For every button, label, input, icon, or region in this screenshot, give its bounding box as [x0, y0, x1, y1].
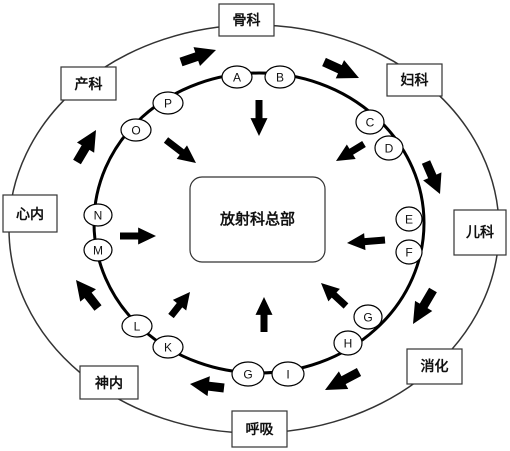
center-arrow-from-top-right: [335, 141, 366, 162]
dept-label-huxi: 呼吸: [246, 421, 275, 438]
center-box[interactable]: 放射科总部: [189, 176, 326, 263]
center-arrow-from-bottom: [255, 297, 273, 332]
node-label-M: M: [93, 244, 103, 258]
dept-box-fuke[interactable]: 妇科: [386, 63, 443, 97]
node-N[interactable]: N: [83, 203, 113, 227]
node-L[interactable]: L: [121, 314, 153, 338]
dept-box-chanke[interactable]: 产科: [60, 66, 117, 101]
dept-label-chanke: 产科: [75, 76, 103, 93]
dept-label-erke: 儿科: [465, 224, 494, 241]
node-A[interactable]: A: [221, 65, 253, 89]
node-label-G-bottom: G: [243, 368, 252, 382]
flow-arrow-left-lower: [75, 279, 102, 311]
node-label-G-right: G: [363, 311, 372, 325]
node-G-right[interactable]: G: [353, 304, 383, 330]
node-E[interactable]: E: [395, 206, 423, 232]
node-label-L: L: [134, 320, 141, 334]
dept-box-shennei[interactable]: 神内: [79, 365, 139, 400]
node-M[interactable]: M: [83, 238, 113, 262]
node-label-I: I: [286, 368, 289, 382]
node-label-F: F: [405, 246, 412, 260]
node-H[interactable]: H: [333, 330, 363, 356]
node-label-H: H: [344, 337, 353, 351]
node-label-P: P: [164, 97, 172, 111]
center-arrow-from-top: [250, 100, 268, 136]
flow-arrow-left-upper: [73, 129, 97, 165]
flow-arrow-right-lower: [412, 287, 437, 325]
node-K[interactable]: K: [152, 335, 184, 359]
node-B[interactable]: B: [264, 65, 296, 89]
node-F[interactable]: F: [395, 239, 423, 265]
node-label-D: D: [385, 142, 394, 156]
dept-label-xinnei: 心内: [16, 206, 44, 223]
flow-arrow-bottom-left: [189, 376, 225, 397]
node-G-bottom[interactable]: G: [231, 361, 265, 387]
center-arrow-from-bottom-right: [320, 282, 349, 309]
center-arrow-from-bottom-left: [168, 291, 191, 319]
dept-box-huxi[interactable]: 呼吸: [231, 410, 288, 448]
flow-arrow-right-upper: [421, 160, 442, 195]
center-label: 放射科总部: [219, 210, 295, 228]
dept-box-xinnei[interactable]: 心内: [2, 194, 58, 233]
flow-arrow-top: [179, 47, 216, 67]
dept-label-xiaohua: 消化: [421, 358, 449, 375]
node-label-O: O: [131, 124, 140, 138]
node-label-K: K: [164, 341, 172, 355]
node-label-C: C: [366, 116, 375, 130]
node-P[interactable]: P: [152, 91, 184, 115]
dept-box-xiaohua[interactable]: 消化: [406, 348, 463, 385]
dept-box-guke[interactable]: 骨科: [218, 3, 275, 37]
node-C[interactable]: C: [355, 109, 385, 135]
center-arrow-from-top-left: [163, 137, 196, 163]
node-O[interactable]: O: [120, 118, 152, 142]
node-D[interactable]: D: [374, 135, 404, 161]
center-arrow-from-right: [347, 233, 386, 251]
dept-label-shennei: 神内: [95, 375, 123, 392]
node-label-B: B: [276, 71, 284, 85]
node-label-E: E: [405, 213, 413, 227]
dept-label-fuke: 妇科: [400, 72, 429, 89]
center-arrow-from-left: [120, 227, 156, 245]
node-I[interactable]: I: [271, 361, 305, 387]
flow-arrow-bottom-right: [324, 368, 362, 391]
dept-label-guke: 骨科: [233, 12, 261, 29]
flow-arrow-top-right: [322, 57, 360, 79]
dept-box-erke[interactable]: 儿科: [453, 209, 507, 256]
node-label-N: N: [94, 209, 103, 223]
node-label-A: A: [233, 71, 241, 85]
